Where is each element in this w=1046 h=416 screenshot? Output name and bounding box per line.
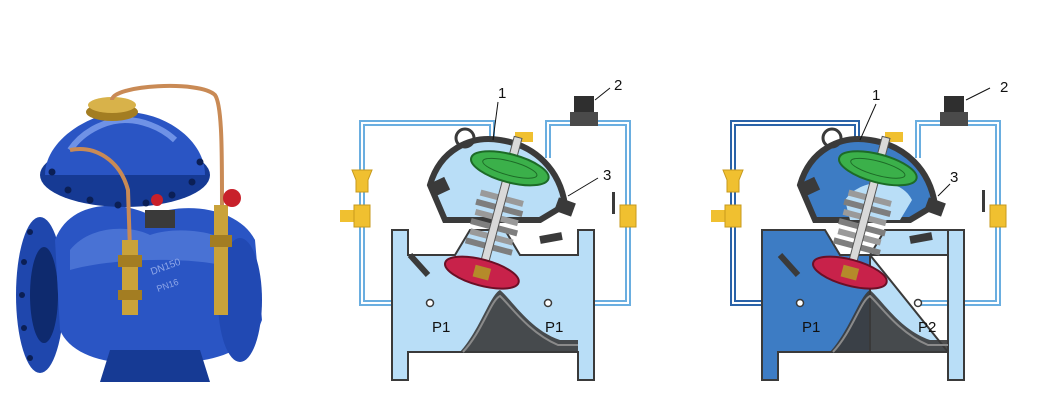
seat-divider	[460, 290, 578, 352]
chamber-label-left-b: P1	[545, 319, 563, 336]
pilot-valve-body	[145, 210, 175, 228]
copper-tube-left	[69, 147, 132, 251]
port-p1-right	[543, 298, 553, 308]
port-p2-right-diagram	[913, 298, 923, 308]
seat-divider-right	[830, 290, 948, 352]
flange-bolts	[19, 229, 33, 361]
callout-1-right: 1	[872, 87, 880, 104]
lifting-eye-right	[821, 127, 843, 149]
port-p1-right-diagram	[795, 298, 805, 308]
inlet-bore	[30, 247, 58, 343]
callout-2-right: 2	[1000, 79, 1008, 96]
strainer-left	[351, 169, 373, 193]
copper-pilot-tube	[110, 83, 224, 206]
bonnet-highlight	[67, 116, 178, 152]
chamber-label-right-b: P2	[918, 319, 936, 336]
solenoid-left	[574, 96, 594, 114]
lifting-eye	[454, 127, 476, 149]
diagram-right: 1 2 3 P1 P2	[711, 79, 1008, 381]
cover-bolts	[48, 158, 204, 209]
solenoid-right	[944, 96, 964, 114]
housing-bolt-left	[427, 176, 451, 198]
housing-bolt-right	[554, 197, 576, 217]
ball-valve-right	[989, 204, 1007, 228]
callout-3-right: 3	[950, 169, 958, 186]
handwheel	[223, 189, 241, 207]
bonnet-plug-right	[885, 132, 903, 142]
bonnet	[45, 112, 205, 175]
outlet-flange	[218, 238, 262, 362]
brass-fitting-left	[122, 240, 138, 315]
brass-fitting-right	[214, 205, 228, 315]
bonnet-plug	[515, 132, 533, 142]
top-cap-face	[88, 97, 136, 113]
callout-2-left: 2	[614, 77, 622, 94]
callout-1-left: 1	[498, 85, 506, 102]
body-highlight	[70, 228, 240, 270]
valve-product-photo: DN150 PN16	[16, 83, 262, 382]
port-p1-left	[425, 298, 435, 308]
callout-3-left: 3	[603, 167, 611, 184]
chamber-label-right-a: P1	[802, 319, 820, 336]
ball-valve-left	[619, 204, 637, 228]
chamber-label-left-a: P1	[432, 319, 450, 336]
valve-base	[100, 350, 210, 382]
needle-valve-left	[353, 204, 371, 228]
small-handwheel	[151, 194, 163, 206]
strainer-right	[722, 169, 744, 193]
needle-valve-right	[724, 204, 742, 228]
diagram-left: 1 2 3 P1 P1	[340, 77, 637, 381]
